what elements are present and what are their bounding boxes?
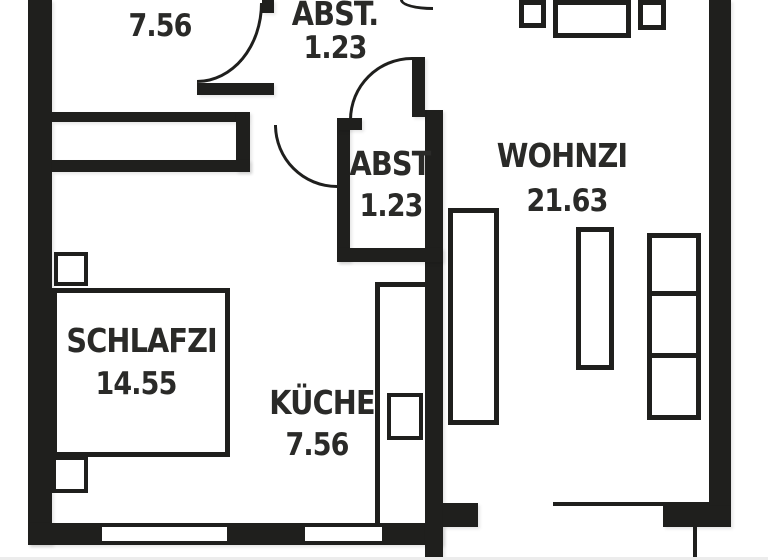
bed [52,288,230,457]
kitchen-counter-edge [375,287,380,523]
dining-table [553,0,631,38]
room-label-kueche: KÜCHE [269,383,375,422]
room-area-kueche: 7.56 [285,427,349,463]
room-label-abst-top: ABST. [291,0,379,33]
nightstand-top [54,252,88,286]
room-area-abst-top: 1.23 [303,30,367,66]
shelf-cell-1 [647,233,701,296]
room-label-abst-mid: ABST [349,144,432,183]
dining-chair-left [519,0,546,28]
wall-top-stub [262,0,274,13]
wall-balcony-corner [663,506,731,527]
room-area-flur: 7.56 [128,8,192,44]
kitchen-sink [387,393,423,440]
window-bottom-left [102,527,227,541]
abst-wall-bottom [337,248,443,262]
shelf-cell-2 [647,291,701,358]
door-arc-entry-cut [400,0,433,10]
room-area-abst-mid: 1.23 [359,188,423,224]
closet-wall-top [52,112,247,122]
abst-wall-top-stub [337,118,362,130]
wall-hall-top [197,83,274,95]
shelf-cell-3 [647,353,701,420]
room-label-wohnzi: WOHNZI [496,136,628,175]
balcony-divider [693,527,697,560]
living-table [576,227,614,370]
room-area-schlafzi: 14.55 [95,366,178,402]
dining-chair-right [638,0,666,30]
kitchen-counter-top [375,282,433,287]
abst-door-panel [412,57,425,117]
room-area-wohnzi: 21.63 [526,183,609,219]
nightstand-bottom [52,456,88,493]
image-edge-bottom [0,557,768,560]
wall-left-outer [28,0,52,545]
wall-right-outer [709,0,731,506]
window-bottom-middle [305,527,382,541]
room-label-schlafzi: SCHLAFZI [66,321,217,360]
wardrobe-tall [448,208,499,425]
door-arc-abst [349,57,412,120]
wall-kitchen-divider [425,110,443,560]
wall-bottom-stub [443,503,478,527]
closet-wall-end [236,112,250,172]
door-arc-bedroom [274,125,337,188]
abst-wall-left [337,118,350,262]
balcony-door-threshold [553,502,710,506]
closet-wall-bottom [52,160,250,172]
